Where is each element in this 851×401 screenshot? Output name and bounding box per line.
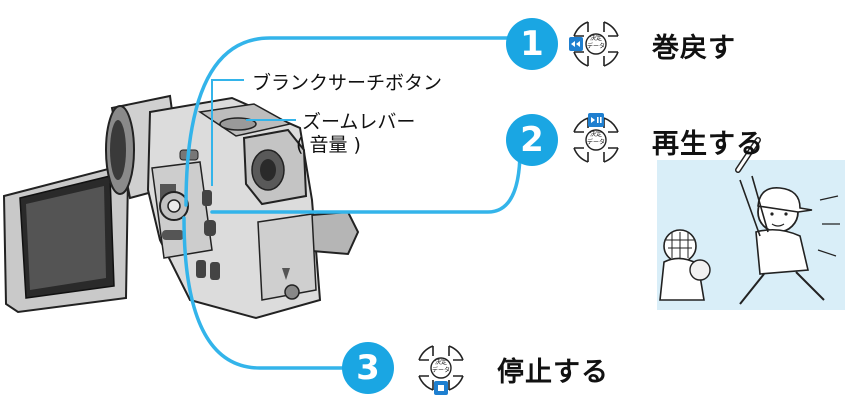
dial-center-label-1: 決定データ — [586, 35, 605, 50]
camcorder-illustration — [2, 94, 360, 320]
step-number-3: 3 — [356, 348, 380, 388]
dial-button-stop — [418, 345, 464, 395]
callout-blank-search-button: ブランクサーチボタン — [252, 72, 443, 94]
step-number-badges — [342, 18, 558, 394]
step-number-1: 1 — [520, 24, 544, 64]
callout-leaders — [211, 79, 296, 186]
step-action-play: 再生する — [652, 129, 764, 160]
dial-button-rewind — [569, 21, 619, 67]
playback-picture — [657, 137, 845, 310]
step-action-rewind: 巻戻す — [652, 33, 736, 64]
step-number-2: 2 — [520, 120, 544, 160]
callout-zoom-lever-volume: ( 音量 ) — [296, 134, 361, 156]
callout-zoom-lever: ズームレバー — [302, 111, 416, 133]
dial-center-label-3: 決定データ — [431, 359, 450, 374]
dial-button-play — [573, 113, 619, 163]
connector-lines — [182, 36, 522, 370]
step-action-stop: 停止する — [497, 357, 609, 388]
dial-center-label-2: 決定データ — [586, 131, 605, 146]
